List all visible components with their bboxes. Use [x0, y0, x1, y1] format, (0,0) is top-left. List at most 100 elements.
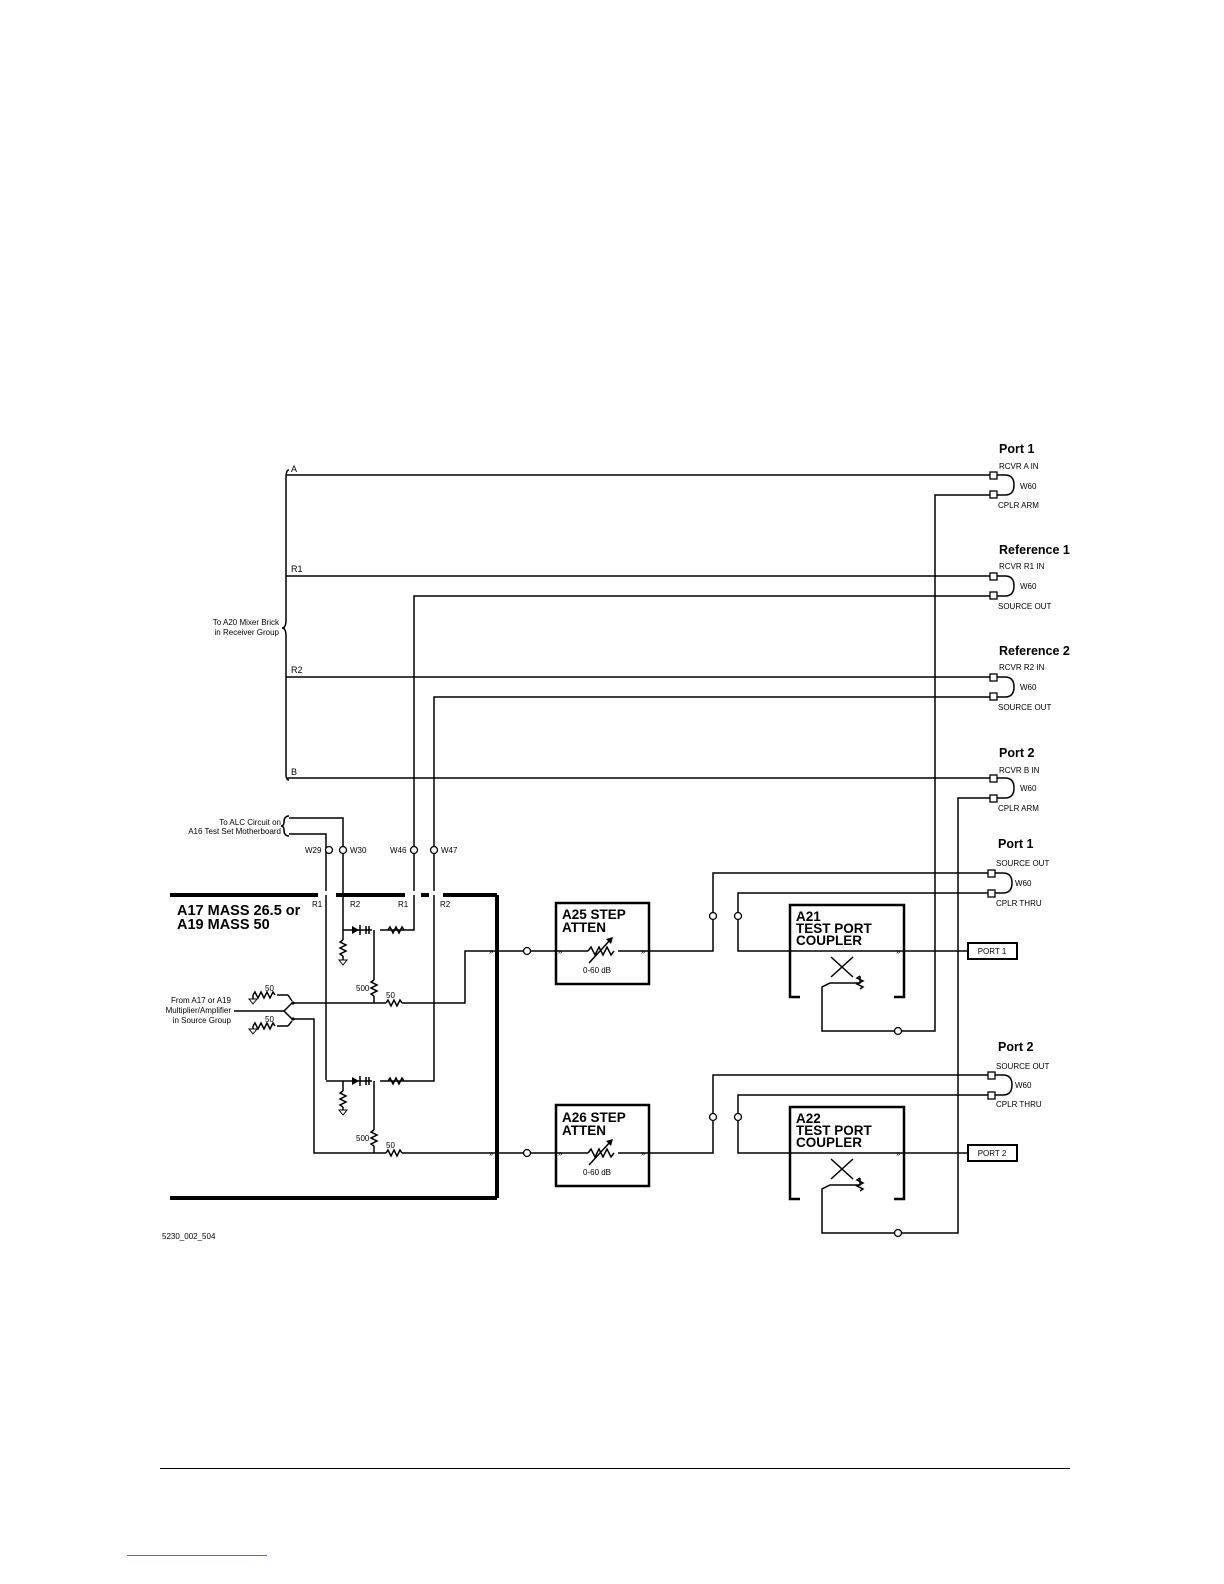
- connector-bottom-label: CPLR THRU: [996, 899, 1042, 908]
- thru-group-port1: Port 1 SOURCE OUT W60 CPLR THRU: [987, 837, 1049, 908]
- ground-icon: [337, 959, 349, 966]
- cable-label-w46: W46: [390, 846, 407, 855]
- resistor-value: 50: [386, 1141, 395, 1150]
- connector-icon: [409, 845, 419, 855]
- coupled-arm-line: [821, 976, 861, 997]
- connector-top-label: SOURCE OUT: [996, 1062, 1049, 1071]
- atten-a26: A26 STEP ATTEN 0-60 dB » »: [554, 1103, 651, 1188]
- r1-source-line: [413, 595, 990, 895]
- connector-top-label: RCVR B IN: [999, 766, 1040, 775]
- resistor-icon: [387, 925, 405, 935]
- connector-top-label: RCVR A IN: [999, 462, 1039, 471]
- port2-arm-return: [904, 797, 990, 1234]
- connector-icon: [324, 845, 334, 855]
- coupling-cross-icon: [830, 956, 854, 978]
- connector-icon: [429, 845, 439, 855]
- ground-icon: [247, 1028, 259, 1035]
- gap: [800, 1196, 894, 1202]
- signal-label-b: B: [291, 767, 297, 777]
- port1-output-box: [967, 942, 1018, 960]
- alc-brace: [280, 815, 290, 837]
- mass-port-label: R1: [398, 900, 409, 909]
- signal-arrow-icon: »: [896, 1149, 901, 1158]
- port2-output-box: [967, 1144, 1018, 1162]
- variable-arrow-icon: [588, 938, 612, 964]
- detector-1: 500: [337, 925, 405, 1003]
- switch-arm-icon: [287, 1020, 293, 1027]
- diode-icon: [352, 926, 359, 934]
- port-header: Reference 2: [999, 644, 1070, 658]
- figure-id: 5230_002_504: [162, 1232, 216, 1241]
- atten-title: ATTEN: [562, 920, 606, 935]
- coupler-title: TEST PORT: [796, 1123, 873, 1138]
- connector-icon: [989, 774, 998, 783]
- arrow-head-icon: [606, 1139, 613, 1146]
- connector-icon: [989, 673, 998, 682]
- cable-label-w30: W30: [350, 846, 367, 855]
- cable-label: W60: [1020, 582, 1037, 591]
- load-icon: [855, 975, 865, 990]
- port1-arm-return: [904, 494, 990, 1032]
- connector-top-label: RCVR R1 IN: [999, 562, 1045, 571]
- switch-arm-icon: [283, 1010, 293, 1020]
- mass-port-label: R2: [440, 900, 451, 909]
- cable-label: W60: [1015, 879, 1032, 888]
- variable-arrow-icon: [588, 1140, 612, 1166]
- cable-connectors: W29 W30 W46 W47: [305, 845, 458, 855]
- coupled-out-line: [821, 1199, 904, 1234]
- resistor-icon: [252, 990, 276, 1000]
- ground-icon: [337, 1109, 349, 1116]
- note-line: To A20 Mixer Brick: [213, 618, 280, 627]
- jumper-cable-icon: [997, 676, 1015, 698]
- jumper-cable-icon: [997, 777, 1015, 799]
- alc-line-r1: [289, 833, 327, 895]
- connector-icon: [989, 591, 998, 600]
- port-header: Port 1: [998, 837, 1033, 851]
- gap: [405, 891, 421, 899]
- signal-label-r2: R2: [291, 665, 303, 675]
- r1-coupled-line: [380, 895, 415, 931]
- gap: [318, 891, 336, 899]
- atten-range: 0-60 dB: [583, 1168, 611, 1177]
- cable-label-w29: W29: [305, 846, 322, 855]
- resistor-icon: [338, 939, 348, 957]
- atten-title: A26 STEP: [562, 1110, 626, 1125]
- resistor-value: 50: [386, 991, 395, 1000]
- connector-top-label: SOURCE OUT: [996, 859, 1049, 868]
- resistor-icon: [385, 998, 403, 1008]
- mass-title-line1: A17 MASS 26.5 or: [177, 903, 301, 919]
- connector-icon: [708, 911, 718, 921]
- connector-bottom-label: CPLR THRU: [996, 1100, 1042, 1109]
- diode-icon: [352, 1077, 359, 1085]
- signal-arrow-icon: »: [641, 947, 646, 956]
- resistor-value: 50: [265, 1015, 274, 1024]
- connector-icon: [989, 692, 998, 701]
- detector-2: 500: [326, 1076, 405, 1153]
- port-group-b: Port 2 RCVR B IN W60 CPLR ARM: [989, 746, 1040, 813]
- port-header: Port 1: [999, 442, 1034, 456]
- port-group-r1: Reference 1 RCVR R1 IN W60 SOURCE OUT: [989, 543, 1070, 611]
- port-group-r2: Reference 2 RCVR R2 IN W60 SOURCE OUT: [989, 644, 1070, 712]
- port-header: Port 2: [999, 746, 1034, 760]
- note-line: in Receiver Group: [215, 628, 280, 637]
- gap: [429, 891, 443, 899]
- thru-group-port2: Port 2 SOURCE OUT W60 CPLR THRU: [987, 1040, 1049, 1109]
- resistor-icon: [369, 979, 379, 997]
- coupler-title: COUPLER: [796, 933, 862, 948]
- coupler-title: A22: [796, 1111, 821, 1126]
- connector-icon: [522, 946, 532, 956]
- page-link-underline[interactable]: [127, 1555, 267, 1556]
- coupled-out-line: [821, 997, 904, 1032]
- switch-arm-icon: [283, 1002, 293, 1012]
- resistor-icon: [385, 1148, 403, 1158]
- mass-title-line2: A19 MASS 50: [177, 917, 270, 933]
- port-header: Reference 1: [999, 543, 1070, 557]
- atten-box: [554, 1103, 651, 1188]
- resistor-value: 50: [265, 984, 274, 993]
- port2-source-line: [293, 1018, 386, 1154]
- mass-port-label: R2: [350, 900, 361, 909]
- signal-arrow-icon: »: [896, 947, 901, 956]
- atten-title: A25 STEP: [562, 907, 626, 922]
- cable-label: W60: [1015, 1081, 1032, 1090]
- jumper-cable-icon: [997, 474, 1015, 496]
